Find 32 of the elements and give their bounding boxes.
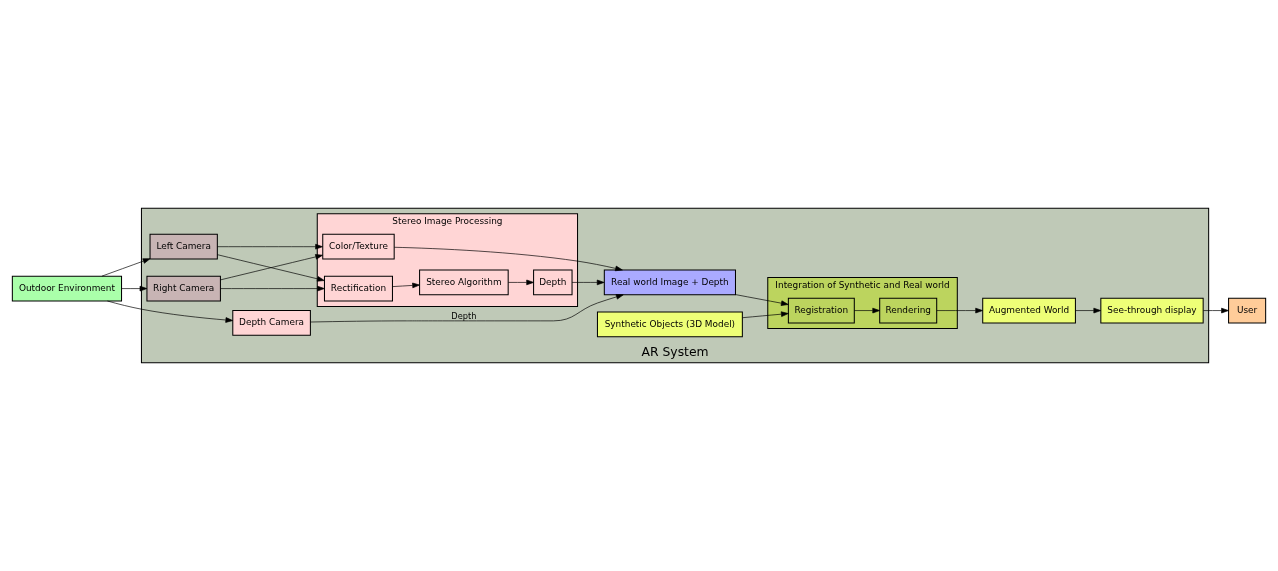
arrow <box>310 294 624 323</box>
node-box: Outdoor Environment <box>11 275 123 302</box>
node-box: Rectification <box>323 275 393 302</box>
arrow <box>735 294 789 306</box>
node-box: Synthetic Objects (3D Model) <box>596 311 743 338</box>
arrow <box>101 258 151 277</box>
arrow <box>220 285 325 292</box>
arrow <box>121 285 148 292</box>
arrow <box>392 282 420 289</box>
node-box: See-through display <box>1100 297 1204 324</box>
arrow <box>508 279 534 286</box>
arrow <box>854 307 880 314</box>
node-box: Depth Camera <box>232 310 311 336</box>
arrow <box>394 246 623 272</box>
node-box: Real world Image + Depth <box>603 269 736 296</box>
node-box: Augmented World <box>982 297 1076 324</box>
arrow <box>1203 307 1229 314</box>
edge-label: Depth <box>451 310 477 321</box>
node-box: Registration <box>787 297 855 324</box>
node-box: Color/Texture <box>322 233 395 260</box>
arrow <box>936 307 983 314</box>
arrow <box>1075 307 1102 314</box>
node-box: Stereo Algorithm <box>419 269 509 296</box>
arrow <box>107 300 234 323</box>
arrow <box>217 243 323 250</box>
arrow <box>571 279 605 286</box>
node-box: Depth <box>533 269 573 296</box>
arrow <box>742 311 789 319</box>
node-box: Left Camera <box>149 233 218 260</box>
node-box: Right Camera <box>146 275 221 302</box>
node-box: Rendering <box>879 297 938 324</box>
node-box: User <box>1228 297 1267 324</box>
